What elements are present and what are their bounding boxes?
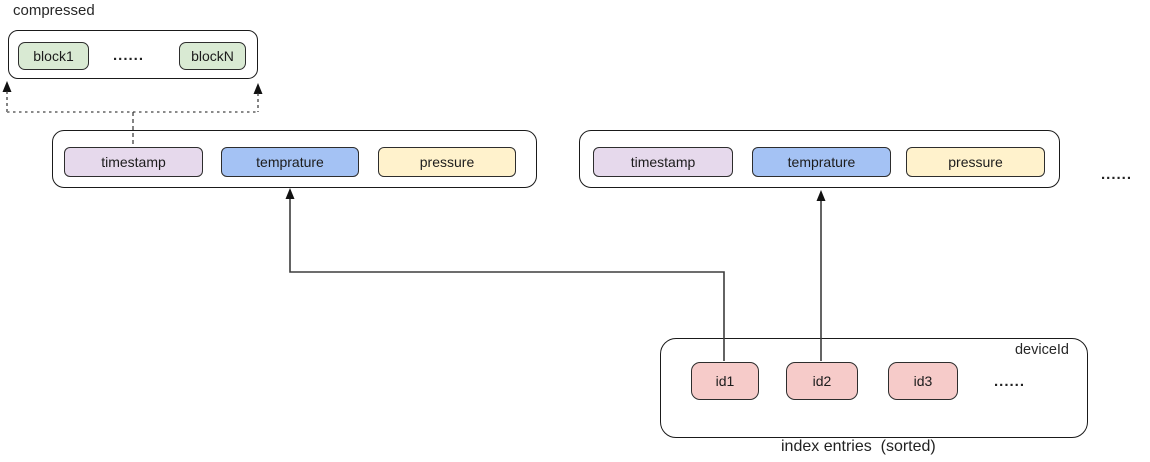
blocks-ellipsis: ...... (113, 47, 145, 64)
index-ellipsis: ...... (994, 373, 1026, 390)
compressed-container: block1 ...... blockN (8, 30, 258, 79)
record1-pressure-field: pressure (378, 147, 516, 177)
id2-node: id2 (786, 362, 858, 400)
arrowhead-record1 (285, 188, 295, 199)
record-container-1: timestamp temprature pressure (52, 130, 537, 188)
arrowhead-compressed-right (253, 83, 263, 94)
record-container-2: timestamp temprature pressure (579, 130, 1060, 188)
record2-timestamp-field: timestamp (593, 147, 733, 177)
compressed-label: compressed (13, 2, 95, 19)
record2-pressure-field: pressure (906, 147, 1045, 177)
index-caption: index entries (sorted) (781, 438, 936, 455)
arrowhead-record2 (816, 190, 826, 201)
blockN-node: blockN (179, 42, 246, 70)
id3-node: id3 (888, 362, 958, 400)
record2-temperature-field: temprature (752, 147, 891, 177)
record1-timestamp-field: timestamp (64, 147, 203, 177)
deviceid-label: deviceId (1014, 342, 1069, 358)
arrowhead-compressed-left (2, 81, 12, 92)
index-container: deviceId id1 id2 id3 ...... (660, 338, 1088, 438)
block1-node: block1 (18, 42, 89, 70)
records-ellipsis: ...... (1101, 166, 1133, 183)
record1-temperature-field: temprature (221, 147, 359, 177)
id1-node: id1 (691, 362, 759, 400)
